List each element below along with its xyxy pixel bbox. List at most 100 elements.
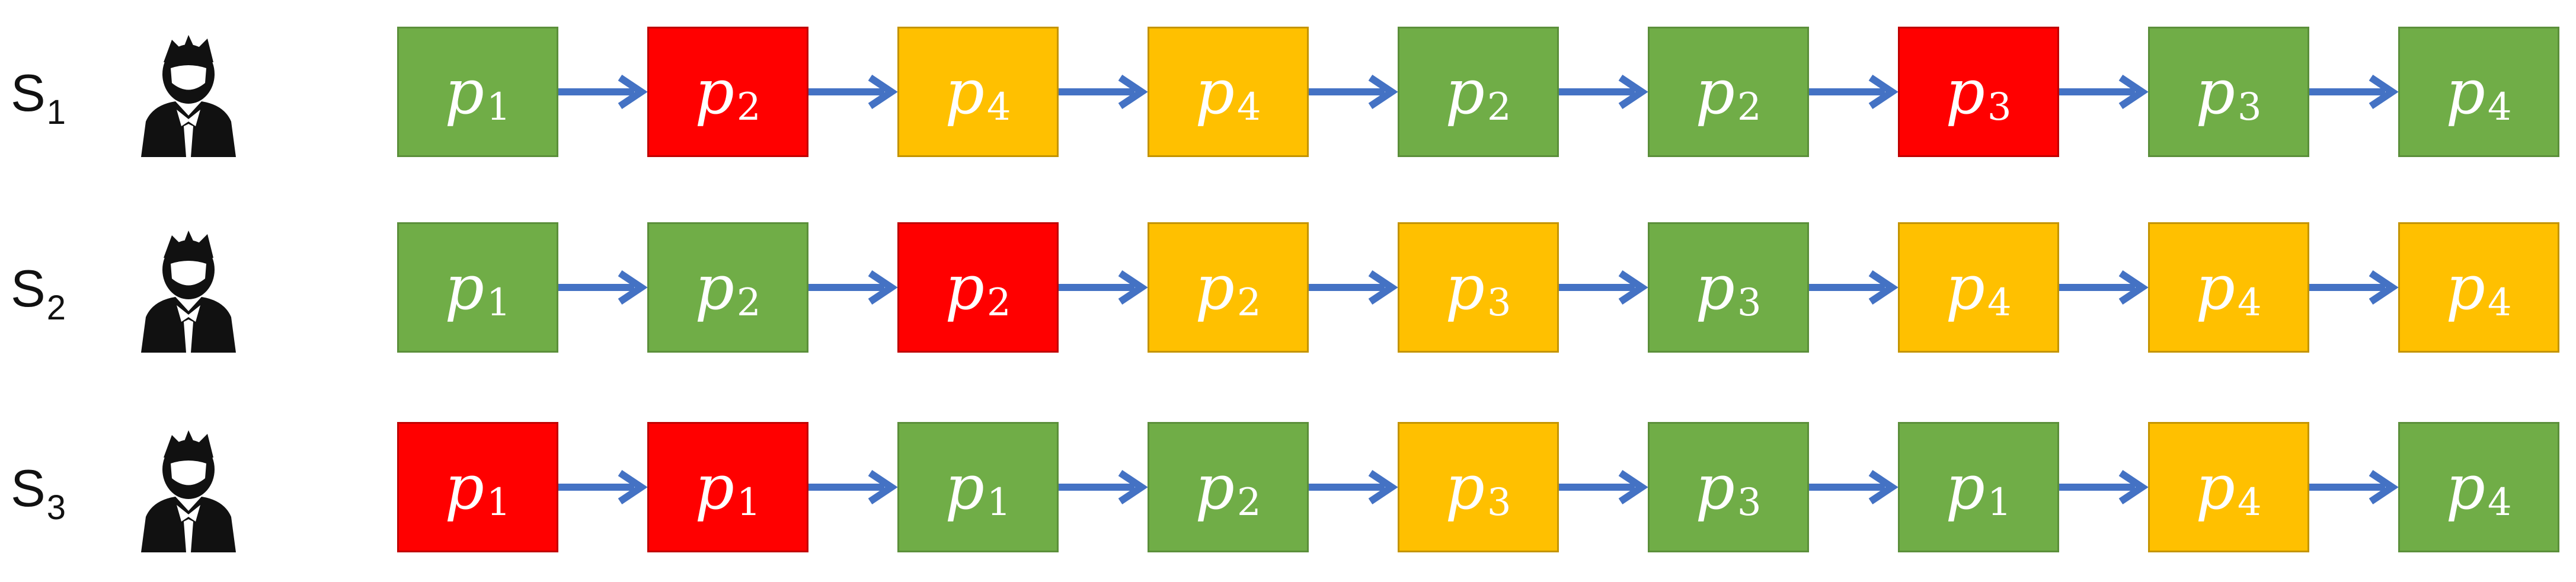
- problem-index: 4: [2237, 281, 2262, 325]
- sequence-arrow-icon: [2059, 264, 2149, 311]
- sequence-arrow-icon: [1809, 68, 1899, 116]
- sequence-arrow-icon: [1559, 68, 1648, 116]
- sequence-arrow-icon: [558, 68, 648, 116]
- problem-variable: p: [1445, 251, 1485, 324]
- problem-variable: p: [2195, 251, 2235, 324]
- problem-variable: p: [1945, 251, 1985, 324]
- problem-variable: p: [2446, 451, 2485, 523]
- problem-variable: p: [2446, 251, 2485, 324]
- sequence-arrow-icon: [1809, 463, 1899, 511]
- sequence-arrow-icon: [808, 463, 898, 511]
- sequence-arrow-icon: [2309, 68, 2399, 116]
- problem-index: 1: [486, 85, 511, 129]
- sequence-arrow-icon: [1309, 264, 1398, 311]
- problem-variable: p: [695, 251, 734, 324]
- problem-variable: p: [1695, 251, 1735, 324]
- problem-variable: p: [445, 251, 484, 324]
- problem-variable: p: [945, 56, 985, 128]
- student-label-letter: S: [11, 63, 46, 122]
- student-label-index: 3: [46, 488, 66, 527]
- student-avatar-icon: [129, 422, 248, 552]
- problem-variable: p: [445, 56, 484, 128]
- sequence-arrow-icon: [558, 463, 648, 511]
- problem-index: 2: [1236, 281, 1261, 325]
- sequence-arrow-icon: [2059, 463, 2149, 511]
- problem-index: 1: [986, 481, 1011, 525]
- problem-variable: p: [1945, 451, 1985, 523]
- problem-index: 2: [986, 281, 1011, 325]
- student-label-index: 1: [46, 93, 66, 132]
- problem-index: 1: [1987, 481, 2012, 525]
- problem-index: 3: [1487, 281, 1511, 325]
- problem-variable: p: [2446, 56, 2485, 128]
- sequence-arrow-icon: [2309, 463, 2399, 511]
- problem-index: 2: [1236, 481, 1261, 525]
- student-label: S1: [11, 67, 66, 130]
- sequence-arrow-icon: [1059, 463, 1148, 511]
- sequence-arrow-icon: [1559, 264, 1648, 311]
- problem-index: 4: [1236, 85, 1261, 129]
- problem-index: 1: [736, 481, 761, 525]
- student-label: S2: [11, 263, 66, 325]
- problem-variable: p: [2195, 56, 2235, 128]
- problem-variable: p: [695, 451, 734, 523]
- sequence-arrow-icon: [2059, 68, 2149, 116]
- student-label-letter: S: [11, 259, 46, 318]
- sequence-arrow-icon: [1809, 264, 1899, 311]
- student-label-index: 2: [46, 289, 66, 327]
- sequence-arrow-icon: [808, 264, 898, 311]
- problem-variable: p: [2195, 451, 2235, 523]
- problem-variable: p: [1195, 56, 1235, 128]
- problem-variable: p: [1695, 451, 1735, 523]
- sequence-arrow-icon: [1309, 463, 1398, 511]
- problem-variable: p: [945, 251, 985, 324]
- problem-index: 1: [486, 281, 511, 325]
- problem-index: 1: [486, 481, 511, 525]
- sequence-arrow-icon: [808, 68, 898, 116]
- sequence-arrow-icon: [558, 264, 648, 311]
- problem-index: 3: [1987, 85, 2012, 129]
- student-avatar-icon: [129, 222, 248, 353]
- problem-index: 4: [2487, 481, 2512, 525]
- sequence-arrow-icon: [1309, 68, 1398, 116]
- sequence-arrow-icon: [2309, 264, 2399, 311]
- student-label-letter: S: [11, 459, 46, 517]
- problem-variable: p: [945, 451, 985, 523]
- problem-index: 2: [736, 281, 761, 325]
- problem-index: 3: [1737, 481, 1762, 525]
- problem-index: 3: [1487, 481, 1511, 525]
- problem-variable: p: [1445, 56, 1485, 128]
- problem-index: 4: [2487, 281, 2512, 325]
- problem-index: 3: [1737, 281, 1762, 325]
- problem-variable: p: [1695, 56, 1735, 128]
- problem-index: 2: [1487, 85, 1511, 129]
- problem-index: 4: [2487, 85, 2512, 129]
- problem-variable: p: [445, 451, 484, 523]
